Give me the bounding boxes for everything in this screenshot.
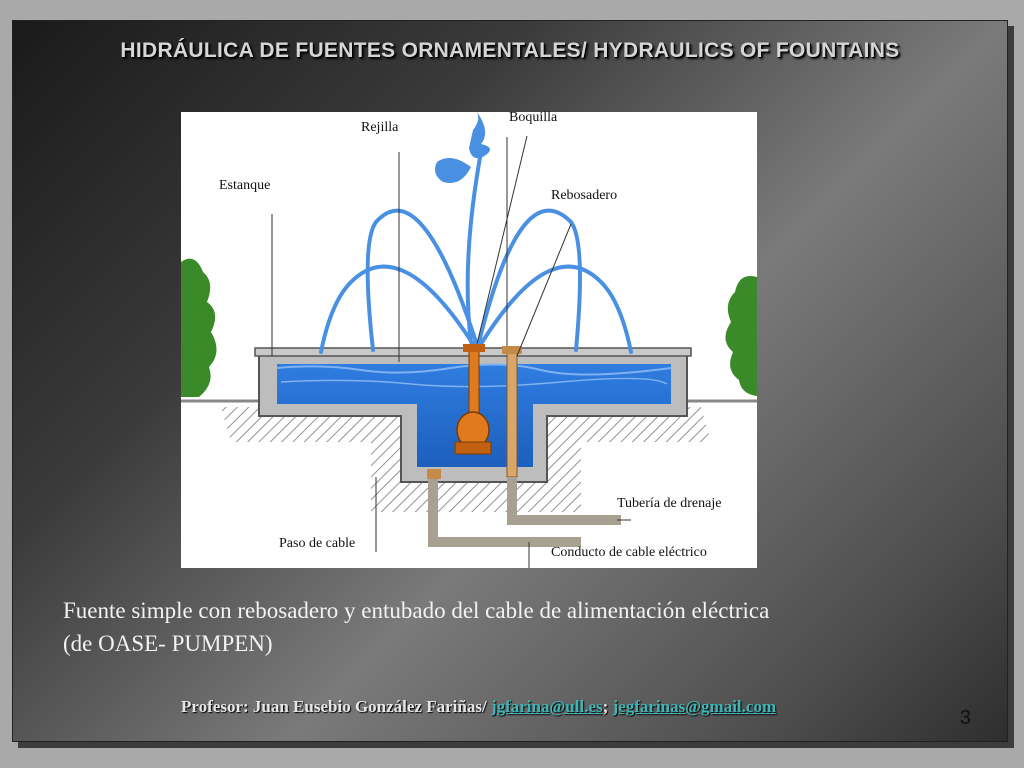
fountain-diagram: Boquilla Rejilla Estanque Rebosadero Tub…	[181, 110, 757, 568]
slide: HIDRÁULICA DE FUENTES ORNAMENTALES/ HYDR…	[12, 20, 1008, 742]
email-separator: ;	[602, 697, 613, 716]
tree-right	[725, 276, 757, 396]
label-paso-cable: Paso de cable	[279, 536, 356, 551]
label-estanque: Estanque	[219, 178, 271, 193]
tree-left	[181, 258, 217, 397]
email-link-2[interactable]: jegfarinas@gmail.com	[612, 697, 777, 716]
leader-lines	[271, 135, 631, 568]
water-jets	[319, 150, 633, 354]
slide-title: HIDRÁULICA DE FUENTES ORNAMENTALES/ HYDR…	[120, 39, 900, 62]
label-conducto-cable: Conducto de cable eléctrico	[551, 545, 707, 560]
drainage-pipe	[507, 477, 621, 525]
footer-credit: Profesor: Juan Eusebio González Fariñas/…	[181, 697, 776, 717]
overflow-pipe	[506, 351, 518, 478]
page-number: 3	[959, 707, 971, 729]
label-tuberia-drenaje: Tubería de drenaje	[617, 496, 722, 511]
caption-line-1: Fuente simple con rebosadero y entubado …	[63, 598, 770, 623]
nozzle-pipe	[468, 349, 480, 421]
cable-conduit	[428, 477, 581, 547]
caption-line-2: (de OASE- PUMPEN)	[63, 631, 273, 656]
label-rejilla: Rejilla	[361, 120, 399, 135]
caption: Fuente simple con rebosadero y entubado …	[63, 594, 963, 660]
footer-professor: Profesor: Juan Eusebio González Fariñas/	[181, 697, 491, 716]
email-link-1[interactable]: jgfarina@ull.es	[490, 697, 603, 716]
label-boquilla: Boquilla	[509, 110, 558, 125]
label-rebosadero: Rebosadero	[551, 188, 618, 203]
fountain-illustration	[181, 112, 757, 568]
